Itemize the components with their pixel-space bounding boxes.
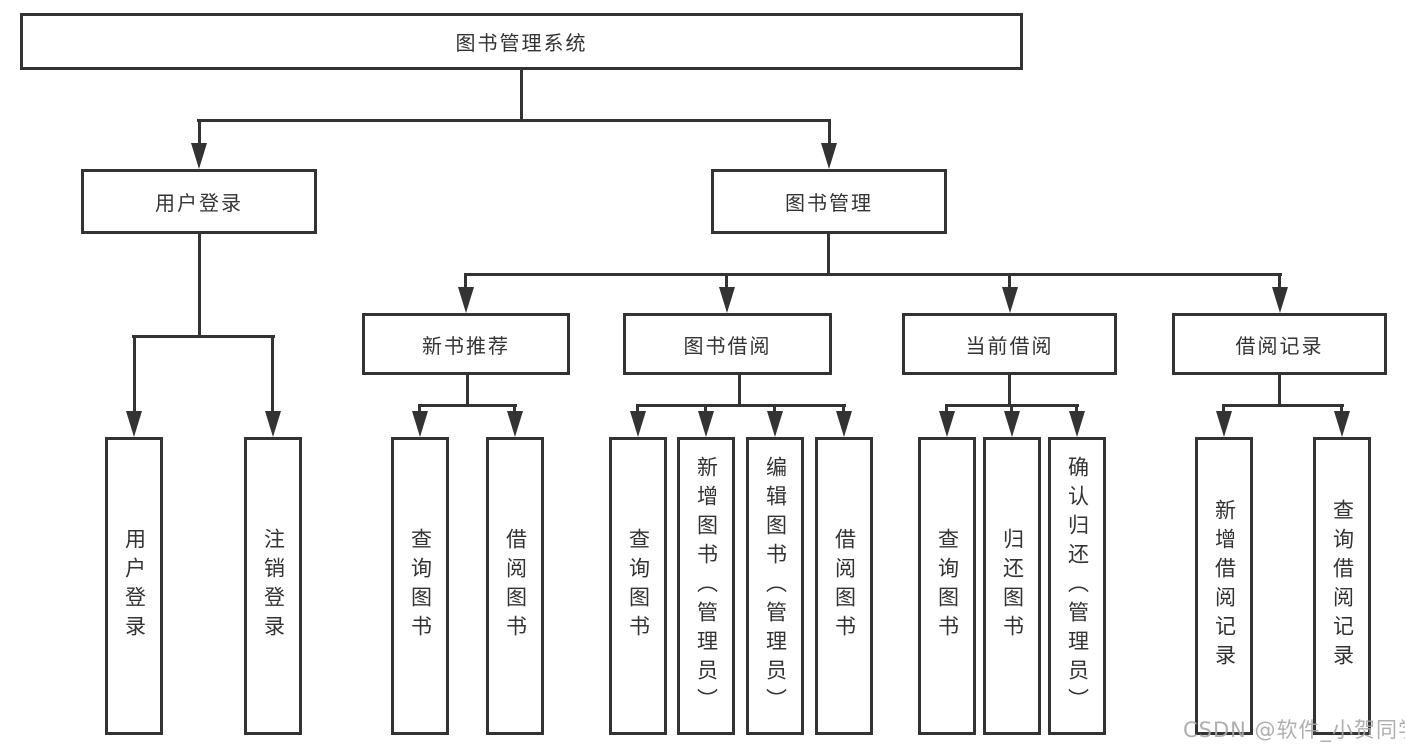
connector-line <box>725 273 728 293</box>
connector-line <box>198 234 201 337</box>
leaf-edit-books-admin: 编辑图书（管理员） <box>746 437 804 735</box>
arrow-down-icon <box>821 143 837 169</box>
connector-line <box>1075 404 1078 416</box>
connector-line <box>1008 273 1011 293</box>
connector-line <box>133 335 136 417</box>
connector-line <box>197 119 831 122</box>
arrow-down-icon <box>1334 411 1350 437</box>
connector-line <box>1340 404 1343 416</box>
arrow-down-icon <box>507 411 523 437</box>
arrow-down-icon <box>126 411 142 437</box>
node-borrow-records: 借阅记录 <box>1172 313 1387 375</box>
arrow-down-icon <box>1272 287 1288 313</box>
connector-line <box>828 119 831 151</box>
connector-line <box>513 404 516 416</box>
connector-line <box>418 404 421 416</box>
arrow-down-icon <box>1004 411 1020 437</box>
leaf-query-books-borrowing: 查询图书 <box>609 437 667 735</box>
connector-line <box>1008 375 1011 406</box>
leaf-add-books-admin: 新增图书（管理员） <box>677 437 735 735</box>
connector-line <box>773 404 776 416</box>
connector-line <box>198 119 201 151</box>
arrow-down-icon <box>1069 411 1085 437</box>
leaf-user-login: 用户登录 <box>105 437 163 735</box>
leaf-logout: 注销登录 <box>244 437 302 735</box>
arrow-down-icon <box>458 287 474 313</box>
leaf-return-books: 归还图书 <box>983 437 1041 735</box>
arrow-down-icon <box>630 411 646 437</box>
connector-line <box>464 273 467 293</box>
connector-line <box>827 234 830 275</box>
node-book-borrowing: 图书借阅 <box>623 313 832 375</box>
connector-line <box>704 404 707 416</box>
connector-line <box>1278 273 1281 293</box>
leaf-query-books-recommend: 查询图书 <box>391 437 449 735</box>
node-new-book-recommend: 新书推荐 <box>362 313 570 375</box>
leaf-add-borrow-record: 新增借阅记录 <box>1195 437 1253 735</box>
arrow-down-icon <box>698 411 714 437</box>
leaf-borrow-books-recommend: 借阅图书 <box>486 437 544 735</box>
connector-line <box>945 404 948 416</box>
connector-line <box>1222 404 1344 407</box>
connector-line <box>464 273 1282 276</box>
connector-line <box>520 69 523 121</box>
arrow-down-icon <box>939 411 955 437</box>
arrow-down-icon <box>767 411 783 437</box>
leaf-confirm-return-admin: 确认归还（管理员） <box>1048 437 1106 735</box>
arrow-down-icon <box>1002 287 1018 313</box>
node-user-login: 用户登录 <box>81 169 317 234</box>
node-current-borrowing: 当前借阅 <box>902 313 1117 375</box>
arrow-down-icon <box>265 411 281 437</box>
connector-line <box>1010 404 1013 416</box>
connector-line <box>738 375 741 406</box>
node-library-system: 图书管理系统 <box>20 13 1023 70</box>
connector-line <box>418 404 517 407</box>
connector-line <box>636 404 846 407</box>
connector-line <box>636 404 639 416</box>
connector-line <box>1278 375 1281 406</box>
connector-line <box>466 375 469 406</box>
arrow-down-icon <box>191 143 207 169</box>
leaf-borrow-books-borrowing: 借阅图书 <box>815 437 873 735</box>
arrow-down-icon <box>1216 411 1232 437</box>
arrow-down-icon <box>719 287 735 313</box>
connector-line <box>271 335 274 417</box>
arrow-down-icon <box>412 411 428 437</box>
leaf-query-borrow-record: 查询借阅记录 <box>1313 437 1371 735</box>
leaf-query-books-current: 查询图书 <box>918 437 976 735</box>
node-book-management: 图书管理 <box>711 169 947 234</box>
connector-line <box>132 335 275 338</box>
watermark: CSDN @软件_小贺同学 <box>1183 718 1405 742</box>
arrow-down-icon <box>836 411 852 437</box>
connector-line <box>1222 404 1225 416</box>
connector-line <box>842 404 845 416</box>
